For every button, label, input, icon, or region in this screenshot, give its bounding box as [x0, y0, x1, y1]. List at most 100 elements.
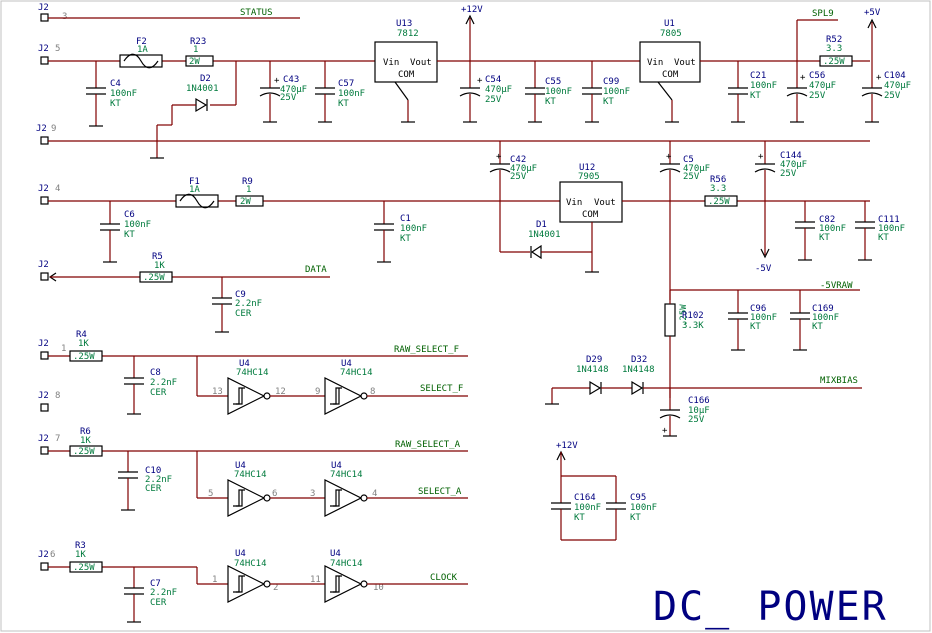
svg-text:C99: C99: [603, 77, 619, 87]
diode-d1: D1 1N4001: [500, 220, 592, 260]
capacitor-c1: C1 100nF KT: [374, 201, 427, 263]
svg-text:25V: 25V: [485, 95, 502, 105]
svg-text:C57: C57: [338, 79, 354, 89]
resistor-r23: 2W R23 1: [185, 37, 214, 67]
svg-text:1N4001: 1N4001: [186, 84, 219, 94]
capacitor-c10: C10 2.2nF CER: [118, 451, 172, 511]
svg-text:J2: J2: [38, 434, 49, 444]
net-label-mixbias: MIXBIAS: [820, 376, 858, 386]
svg-text:C4: C4: [110, 79, 121, 89]
svg-text:R3: R3: [75, 541, 86, 551]
svg-text:3.3: 3.3: [710, 184, 726, 194]
connector-j2-pin3: J2 3 STATUS: [38, 3, 300, 22]
svg-text:10: 10: [373, 583, 384, 593]
diode-d32: D32 1N4148: [622, 355, 862, 396]
svg-text:KT: KT: [750, 322, 761, 332]
svg-text:+: +: [662, 426, 668, 436]
svg-text:.25W: .25W: [73, 447, 95, 457]
svg-text:CER: CER: [150, 388, 167, 398]
svg-text:KT: KT: [750, 91, 761, 101]
net-label-clock: CLOCK: [430, 573, 458, 583]
svg-text:D1: D1: [536, 220, 547, 230]
svg-text:2.2nF: 2.2nF: [150, 378, 177, 388]
svg-text:R9: R9: [242, 177, 253, 187]
svg-text:7905: 7905: [578, 172, 600, 182]
regulator-u13: Vin Vout COM U13 7812: [374, 19, 438, 123]
inverter-u4-13-12: U4 74HC14 13 12: [212, 359, 286, 415]
sheet-title: DC_ POWER: [653, 584, 888, 630]
svg-text:COM: COM: [662, 70, 679, 80]
resistor-r6: .25W R6 1K: [69, 427, 103, 457]
svg-text:.25W: .25W: [823, 57, 845, 67]
svg-text:11: 11: [310, 575, 321, 585]
svg-text:25V: 25V: [809, 91, 826, 101]
capacitor-c56: + C56 470µF 25V: [786, 61, 836, 123]
capacitor-c42: + C42 470µF 25V: [489, 141, 537, 252]
svg-text:KT: KT: [110, 99, 121, 109]
svg-text:R4: R4: [76, 330, 87, 340]
svg-text:KT: KT: [574, 513, 585, 523]
power-marker-n5v: -5V: [755, 248, 772, 274]
svg-text:C104: C104: [884, 71, 906, 81]
resistor-r4: .25W R4 1K: [69, 330, 103, 362]
svg-text:.25W: .25W: [73, 352, 95, 362]
svg-text:3: 3: [62, 12, 67, 22]
svg-text:+5V: +5V: [864, 8, 881, 18]
svg-text:25V: 25V: [683, 172, 700, 182]
svg-text:C5: C5: [683, 155, 694, 165]
svg-text:3.3: 3.3: [826, 44, 842, 54]
svg-text:7: 7: [55, 434, 60, 444]
svg-text:100nF: 100nF: [110, 89, 137, 99]
svg-text:470µF: 470µF: [280, 85, 307, 95]
svg-text:.25W: .25W: [143, 273, 165, 283]
svg-text:J2: J2: [38, 391, 49, 401]
inverter-u4-1-2: U4 74HC14 1 2: [212, 549, 278, 603]
net-label-select-f: SELECT_F: [420, 384, 463, 394]
svg-text:74HC14: 74HC14: [236, 368, 269, 378]
svg-text:Vin: Vin: [383, 58, 399, 68]
svg-text:C56: C56: [809, 71, 825, 81]
svg-text:+: +: [800, 73, 806, 83]
svg-text:25V: 25V: [884, 91, 901, 101]
svg-text:100nF: 100nF: [338, 89, 365, 99]
svg-text:C21: C21: [750, 71, 766, 81]
svg-text:KT: KT: [124, 230, 135, 240]
capacitor-c99: C99 100nF KT: [582, 61, 630, 123]
svg-text:12: 12: [275, 387, 286, 397]
svg-text:1A: 1A: [189, 185, 200, 195]
svg-text:CER: CER: [235, 309, 252, 319]
svg-text:R5: R5: [152, 252, 163, 262]
svg-text:2: 2: [273, 583, 278, 593]
capacitor-c166: + C166 10µF 25V: [659, 388, 710, 437]
resistor-r56: .25W R56 3.3: [704, 175, 738, 207]
fuse-f2: F2 1A: [119, 37, 163, 69]
svg-text:1A: 1A: [137, 45, 148, 55]
net-spl9: SPL9: [796, 9, 838, 61]
svg-text:74HC14: 74HC14: [330, 470, 363, 480]
svg-text:C42: C42: [510, 155, 526, 165]
capacitor-c8: C8 2.2nF CER: [124, 356, 177, 415]
svg-text:COM: COM: [398, 70, 415, 80]
svg-text:25V: 25V: [280, 93, 297, 103]
svg-text:C7: C7: [150, 579, 161, 589]
regulator-u12: Vin Vout COM U12 7905: [559, 163, 623, 273]
svg-text:6: 6: [50, 550, 55, 560]
svg-text:D32: D32: [631, 355, 647, 365]
svg-text:470µF: 470µF: [884, 81, 911, 91]
connector-j2-data: J2: [38, 260, 49, 281]
svg-text:C95: C95: [630, 493, 646, 503]
capacitor-c9: C9 2.2nF CER: [212, 277, 262, 333]
svg-text:C82: C82: [819, 215, 835, 225]
svg-text:KT: KT: [400, 234, 411, 244]
svg-text:4: 4: [372, 489, 377, 499]
capacitor-c144: + C144 470µF 25V: [754, 141, 807, 255]
svg-text:F1: F1: [189, 177, 200, 187]
capacitor-c164: C164 100nF KT: [551, 476, 601, 540]
svg-text:C9: C9: [235, 290, 246, 300]
svg-text:R23: R23: [190, 37, 206, 47]
net-label-n5vraw: -5VRAW: [820, 281, 853, 291]
svg-text:1: 1: [61, 344, 66, 354]
inverter-u4-5-6: U4 74HC14 5 6: [208, 461, 277, 517]
resistor-r52: .25W R52 3.3: [819, 35, 853, 67]
svg-text:Vout: Vout: [674, 58, 696, 68]
